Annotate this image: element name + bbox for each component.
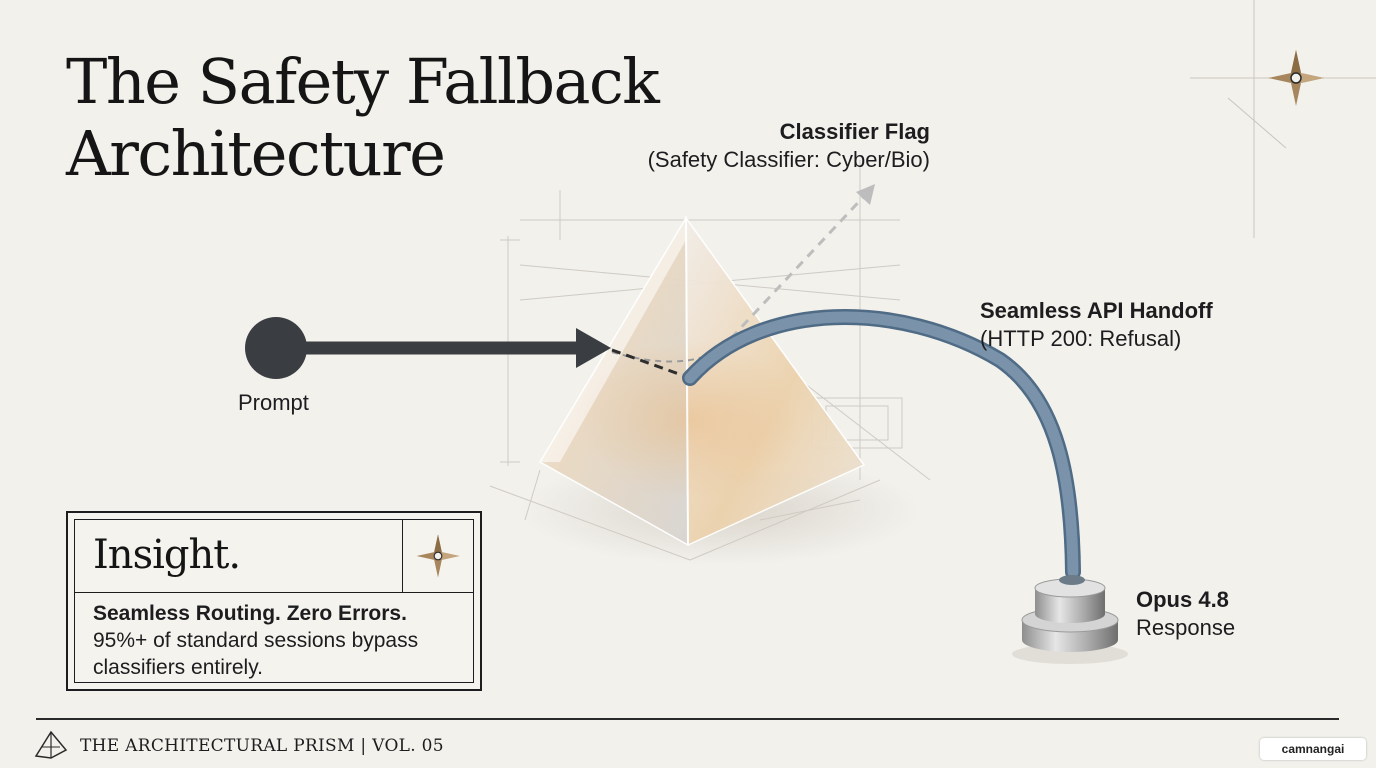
- response-label: Opus 4.8 Response: [1136, 586, 1235, 642]
- compass-star-icon: [1268, 50, 1324, 106]
- insight-icon-box: [402, 520, 473, 592]
- classifier-flag-subtitle: (Safety Classifier: Cyber/Bio): [647, 147, 930, 172]
- prism-logo-icon: [34, 730, 68, 759]
- response-title: Opus 4.8: [1136, 587, 1229, 612]
- footer-separator: |: [360, 736, 367, 756]
- prism-edge-highlight: [540, 218, 686, 462]
- page-title: The Safety Fallback Architecture: [66, 45, 660, 190]
- prompt-flow: [245, 317, 691, 380]
- handoff-title: Seamless API Handoff: [980, 298, 1213, 323]
- guide-lines-top-right: [1190, 0, 1376, 238]
- insight-headline: Seamless Routing. Zero Errors.: [93, 602, 407, 625]
- response-subtitle: Response: [1136, 615, 1236, 640]
- classifier-arrowhead: [856, 184, 875, 205]
- prompt-node: [245, 317, 307, 379]
- insight-text: 95%+ of standard sessions bypass classif…: [93, 629, 419, 679]
- response-port: [1012, 575, 1128, 664]
- handoff-beam: [684, 311, 1079, 578]
- prompt-label: Prompt: [238, 390, 309, 415]
- watermark-badge: camnangai: [1260, 738, 1366, 760]
- page-title-line1: The Safety Fallback: [66, 45, 660, 118]
- footer-divider: [36, 718, 1339, 720]
- prism: [520, 215, 920, 565]
- handoff-subtitle: (HTTP 200: Refusal): [980, 326, 1182, 351]
- footer-series-name: THE ARCHITECTURAL PRISM: [80, 736, 355, 756]
- insight-card-inner: Insight. Seamless Routing. Zero Errors. …: [74, 519, 474, 683]
- insight-header: Insight.: [75, 520, 473, 593]
- handoff-label: Seamless API Handoff (HTTP 200: Refusal): [980, 297, 1213, 353]
- prism-inner-glow: [580, 340, 800, 500]
- insight-body: Seamless Routing. Zero Errors. 95%+ of s…: [93, 600, 463, 681]
- insight-title: Insight.: [93, 532, 241, 578]
- footer-series: THE ARCHITECTURAL PRISM | VOL. 05: [80, 735, 444, 757]
- classifier-dashed-arrow: [718, 190, 870, 352]
- insight-card: Insight. Seamless Routing. Zero Errors. …: [66, 511, 482, 691]
- classifier-flag-title: Classifier Flag: [779, 119, 930, 144]
- footer-volume: VOL. 05: [372, 736, 444, 756]
- compass-star-icon: [416, 534, 460, 578]
- classifier-flag-label: Classifier Flag (Safety Classifier: Cybe…: [600, 118, 930, 174]
- page-title-line2: Architecture: [66, 117, 446, 190]
- prompt-arrowhead: [576, 328, 611, 368]
